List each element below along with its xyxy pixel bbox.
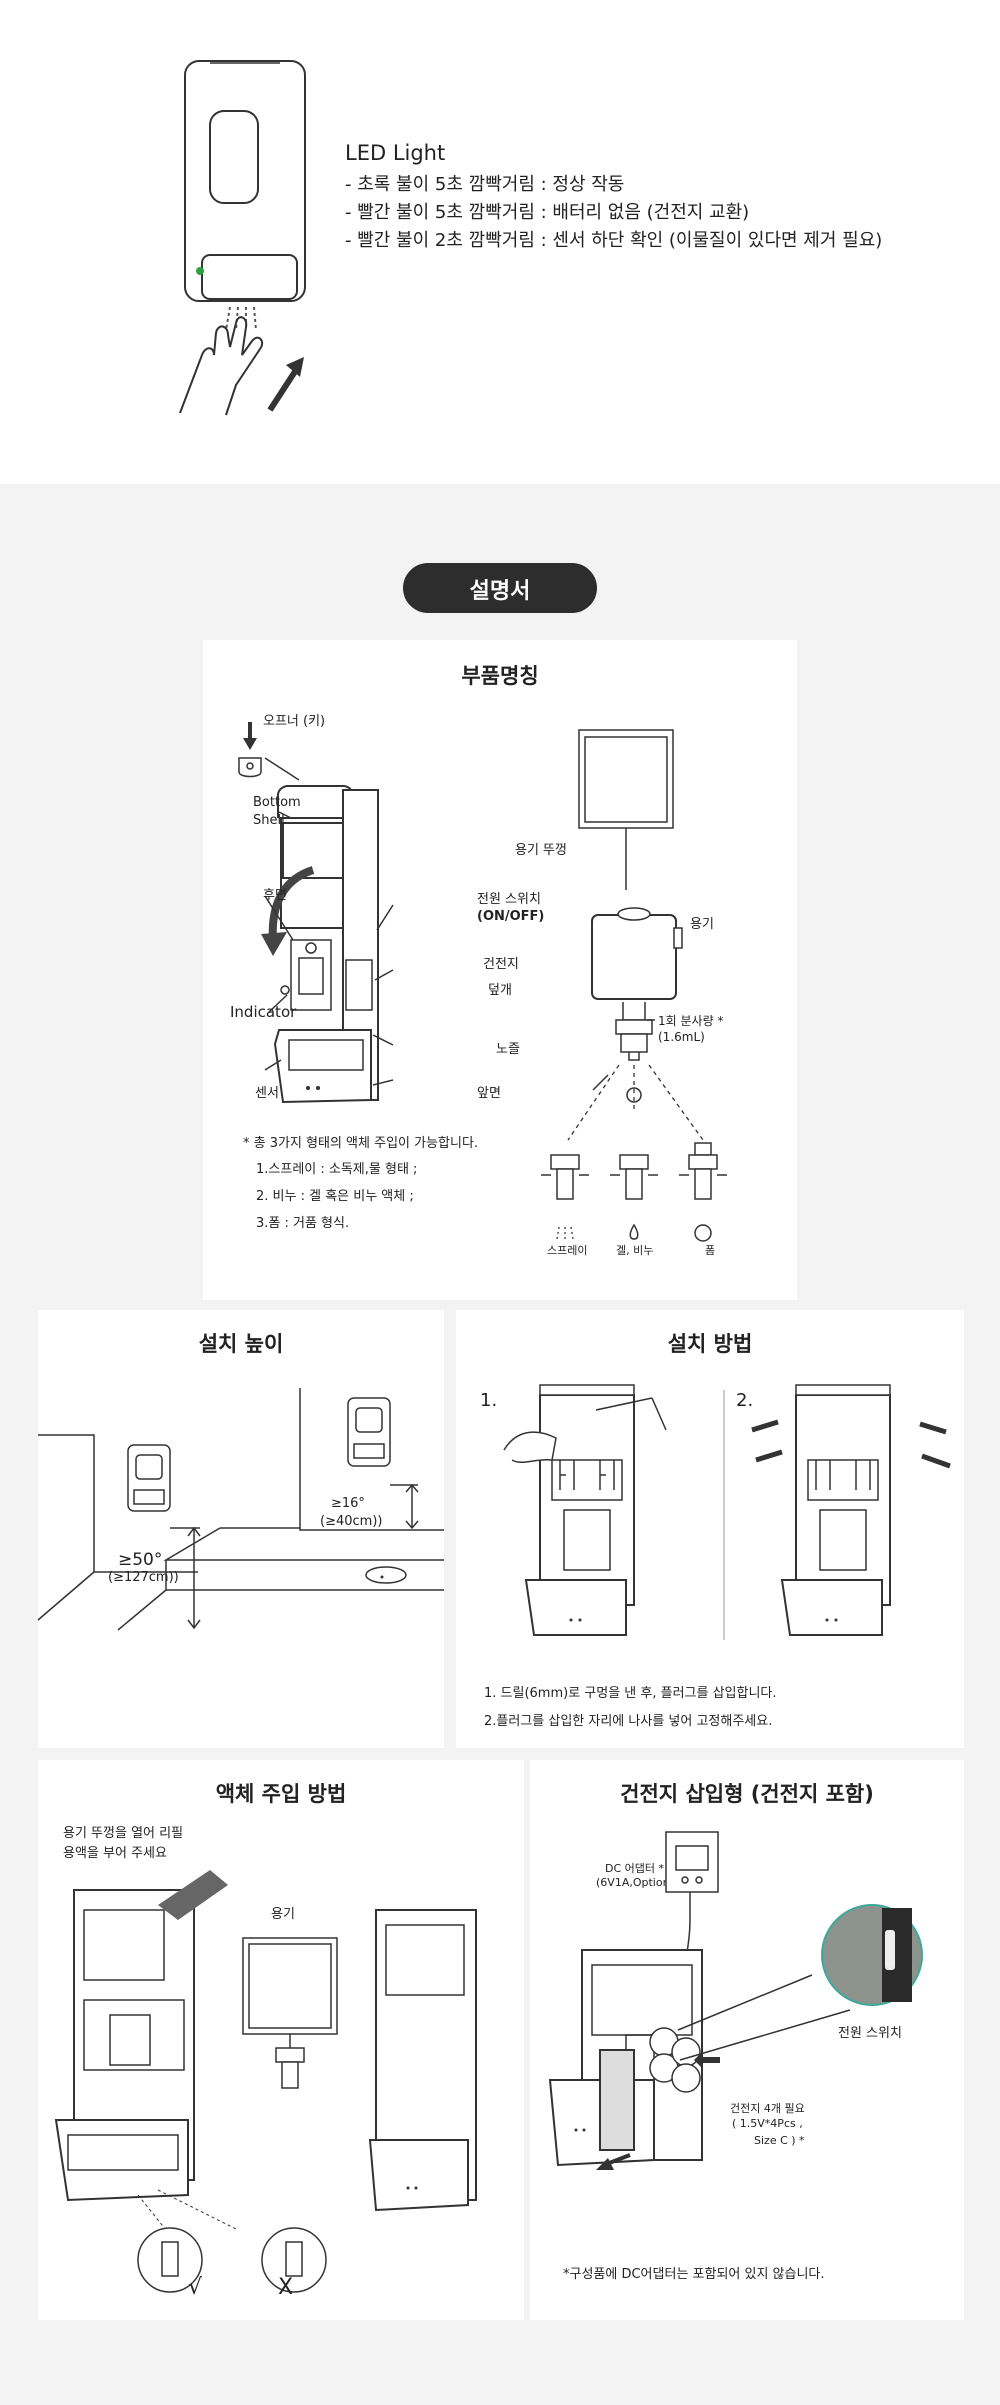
battery-req-1: 건전지 4개 필요 — [730, 2102, 805, 2115]
led-title: LED Light — [345, 141, 446, 165]
label-power-switch-1: 전원 스위치 — [477, 892, 541, 907]
install-diagram — [503, 1384, 951, 1640]
height-left-1: ≥50° — [118, 1550, 163, 1570]
label-container-lid: 용기 뚜껑 — [515, 843, 567, 858]
refill-title: 액체 주입 방법 — [215, 1782, 347, 1806]
label-opener: 오프너 (키) — [263, 714, 326, 729]
refill-container-label: 용기 — [271, 1907, 295, 1922]
type-spray: 스프레이 — [547, 1244, 588, 1257]
install-title: 설치 방법 — [667, 1332, 753, 1356]
parts-card: 부품명칭 — [203, 640, 797, 1300]
refill-instr-1: 용기 뚜껑을 열어 리필 — [63, 1826, 184, 1841]
led-indicator — [196, 267, 204, 275]
label-battery-cover-1: 건전지 — [483, 957, 519, 972]
battery-adapter-2: (6V1A,Optional) — [596, 1876, 684, 1889]
refill-card: 액체 주입 방법 용기 뚜껑을 열어 리필 용액을 부어 주세요 용기 √ X — [38, 1760, 524, 2320]
label-container: 용기 — [690, 917, 714, 932]
led-line-1: - 초록 불이 5초 깜빡거림 : 정상 작동 — [345, 174, 625, 195]
parts-note-4: 3.폼 : 거품 형식. — [256, 1216, 350, 1231]
install-note-1: 1. 드릴(6mm)로 구멍을 낸 후, 플러그를 삽입합니다. — [484, 1686, 777, 1701]
battery-adapter-1: DC 어댑터 * — [605, 1862, 665, 1875]
label-per-spray-2: (1.6mL) — [658, 1030, 705, 1044]
label-front: 앞면 — [477, 1086, 501, 1101]
install-note-2: 2.플러그를 삽입한 자리에 나사를 넣어 고정해주세요. — [484, 1714, 773, 1729]
label-bottom-shell-2: Shell — [253, 813, 285, 828]
dispenser-illustration — [179, 60, 306, 416]
label-bottom-shell-1: Bottom — [253, 795, 301, 810]
label-nozzle: 노즐 — [496, 1042, 520, 1057]
battery-req-3: Size C ) * — [754, 2134, 805, 2147]
type-foam: 폼 — [705, 1244, 716, 1257]
label-back: 후면 — [263, 888, 287, 903]
battery-title: 건전지 삽입형 (건전지 포함) — [620, 1782, 874, 1806]
parts-dispenser-diagram — [238, 722, 727, 1242]
refill-ok: √ — [188, 2275, 203, 2300]
battery-power-switch: 전원 스위치 — [838, 2026, 902, 2041]
label-indicator: Indicator — [230, 1003, 297, 1021]
manual-badge-label: 설명서 — [469, 579, 531, 604]
parts-note-3: 2. 비누 : 겔 혹은 비누 액체 ; — [256, 1189, 414, 1204]
top-section — [0, 0, 1000, 484]
height-card: 설치 높이 ≥50° (≥127cm)) ≥16° (≥40cm)) — [37, 1310, 444, 1748]
install-step-2: 2. — [736, 1390, 754, 1411]
install-step-1: 1. — [480, 1390, 498, 1411]
height-right-1: ≥16° — [331, 1496, 365, 1511]
manual-badge — [403, 563, 597, 613]
height-title: 설치 높이 — [198, 1332, 284, 1356]
battery-note: *구성품에 DC어댑터는 포함되어 있지 않습니다. — [563, 2267, 825, 2282]
parts-title: 부품명칭 — [461, 664, 539, 688]
label-per-spray-1: 1회 분사량 * — [658, 1014, 724, 1028]
led-line-3: - 빨간 불이 2초 깜빡거림 : 센서 하단 확인 (이물질이 있다면 제거 … — [345, 230, 883, 251]
refill-instr-2: 용액을 부어 주세요 — [63, 1846, 167, 1861]
refill-diagram — [54, 1870, 477, 2293]
parts-note-2: 1.스프레이 : 소독제,물 형태 ; — [256, 1162, 418, 1177]
install-card: 설치 방법 1. 2. 1. 드릴(6mm)로 구멍을 낸 후, 플러그를 삽입… — [456, 1310, 964, 1748]
battery-req-2: ( 1.5V*4Pcs , — [732, 2117, 803, 2130]
label-sensor: 센서 — [255, 1086, 279, 1101]
label-battery-cover-2: 덮개 — [488, 983, 512, 998]
type-soap: 겔, 비누 — [616, 1244, 654, 1257]
height-right-2: (≥40cm)) — [320, 1514, 383, 1529]
battery-card: 건전지 삽입형 (건전지 포함) DC 어댑터 * (6V1A,Optional… — [530, 1760, 964, 2320]
parts-note-1: * 총 3가지 형태의 액체 주입이 가능합니다. — [243, 1136, 479, 1151]
height-left-2: (≥127cm)) — [108, 1570, 179, 1585]
refill-ng: X — [278, 2275, 294, 2300]
height-diagram — [37, 1388, 444, 1631]
led-line-2: - 빨간 불이 5초 깜빡거림 : 배터리 없음 (건전지 교환) — [345, 202, 750, 223]
label-power-switch-2: (ON/OFF) — [477, 909, 545, 924]
battery-diagram — [548, 1831, 923, 2170]
